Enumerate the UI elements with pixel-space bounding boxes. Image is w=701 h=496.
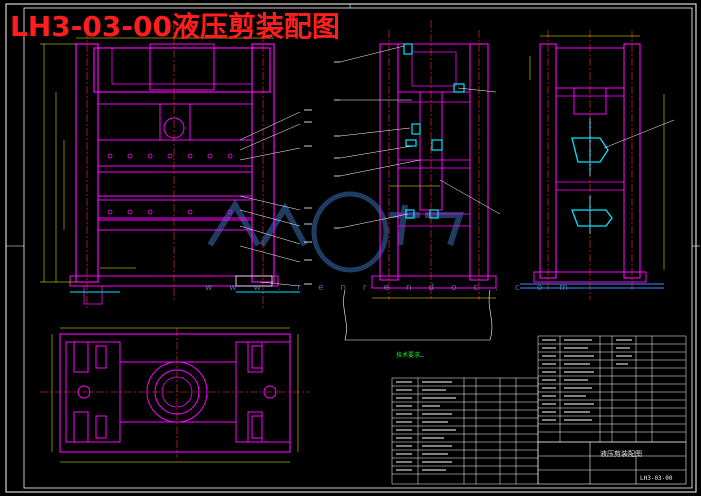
technical-note: 技术要求…	[396, 352, 424, 359]
watermark-logo	[207, 191, 465, 273]
table-text-marks	[396, 339, 632, 471]
top-view	[40, 327, 310, 463]
part-number-marks	[304, 61, 340, 285]
watermark-url: w w w . r e n r e n d o c . c o m	[205, 283, 575, 293]
drawing-code: LH3-03-00	[640, 475, 673, 482]
parts-list	[391, 335, 687, 485]
front-view	[40, 22, 301, 310]
drawing-outer-border	[5, 3, 697, 493]
title-block	[537, 441, 687, 485]
right-side-view	[520, 30, 675, 300]
title-block-name: 液压剪装配图	[600, 450, 642, 458]
side-view	[339, 20, 501, 341]
drawing-inner-border	[23, 7, 693, 489]
drawing-title: LH3-03-00液压剪装配图	[10, 10, 340, 43]
